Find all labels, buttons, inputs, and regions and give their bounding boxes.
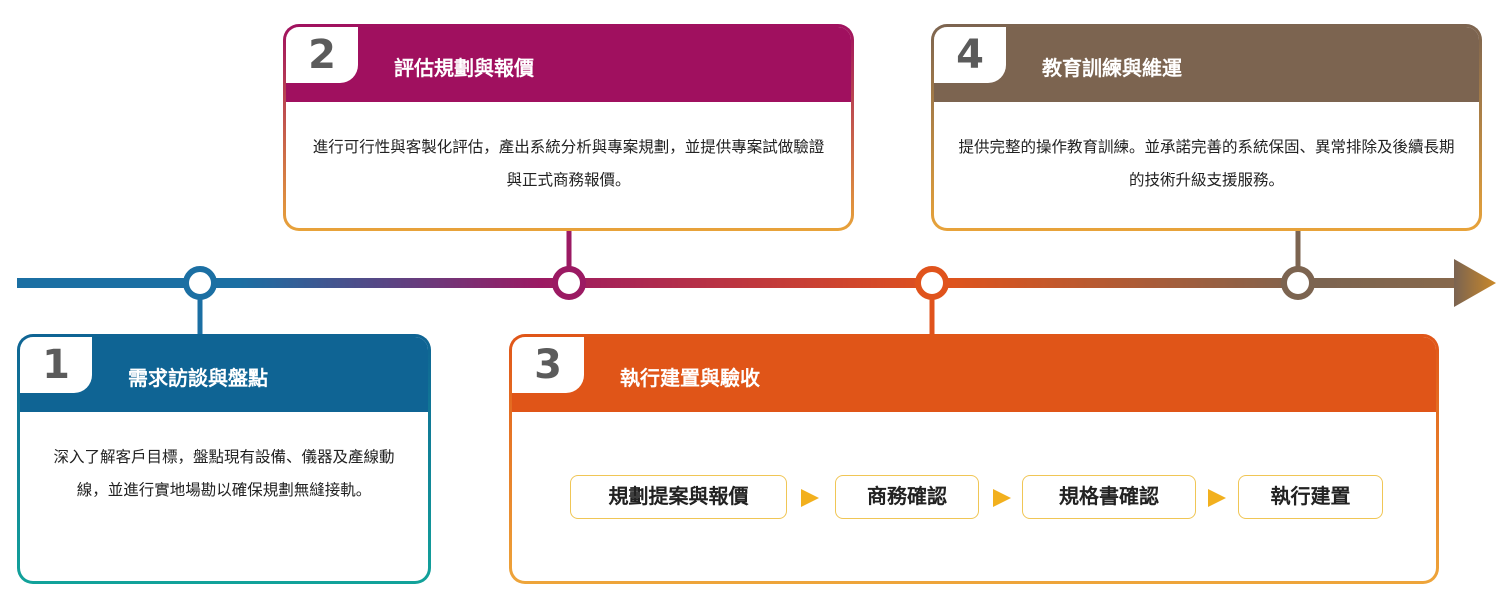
step-description-1: 深入了解客戶目標，盤點現有設備、儀器及產線動線，並進行實地場勘以確保規劃無縫接軌… — [53, 448, 395, 499]
step-card-4: 4 教育訓練與維運 提供完整的操作教育訓練。並承諾完善的系統保固、異常排除及後續… — [931, 24, 1482, 231]
step-header-3: 3 執行建置與驗收 — [512, 337, 1436, 412]
step-description-2: 進行可行性與客製化評估，產出系統分析與專案規劃，並提供專案試做驗證與正式商務報價… — [312, 138, 825, 189]
sub-step-arrow-3 — [1208, 489, 1226, 507]
sub-step-business-confirm: 商務確認 — [835, 475, 979, 519]
timeline-arrowhead — [1454, 259, 1496, 307]
step-card-1: 1 需求訪談與盤點 深入了解客戶目標，盤點現有設備、儀器及產線動線，並進行實地場… — [17, 334, 431, 584]
step-number-3: 3 — [534, 342, 562, 388]
sub-step-arrow-1 — [801, 489, 819, 507]
timeline-node-2 — [552, 266, 586, 300]
step-title-3: 執行建置與驗收 — [620, 366, 760, 390]
step-number-tab — [512, 337, 584, 393]
step-card-2: 2 評估規劃與報價 進行可行性與客製化評估，產出系統分析與專案規劃，並提供專案試… — [283, 24, 854, 231]
timeline-line — [17, 278, 1457, 288]
sub-step-execute: 執行建置 — [1238, 475, 1383, 519]
step-number-2: 2 — [308, 32, 336, 78]
timeline-node-3 — [915, 266, 949, 300]
sub-step-arrow-2 — [993, 489, 1011, 507]
sub-step-proposal: 規劃提案與報價 — [570, 475, 787, 519]
step-title-1: 需求訪談與盤點 — [128, 366, 268, 390]
step-description-4: 提供完整的操作教育訓練。並承諾完善的系統保固、異常排除及後續長期的技術升級支援服… — [958, 138, 1455, 189]
step-header-1: 1 需求訪談與盤點 — [20, 337, 428, 412]
step-number-1: 1 — [42, 342, 70, 388]
step-header-4: 4 教育訓練與維運 — [934, 27, 1479, 102]
step-number-tab — [286, 27, 358, 83]
step-number-tab — [934, 27, 1006, 83]
timeline-node-4 — [1281, 266, 1315, 300]
step-title-4: 教育訓練與維運 — [1042, 56, 1182, 80]
sub-step-spec-confirm: 規格書確認 — [1022, 475, 1196, 519]
step-header-2: 2 評估規劃與報價 — [286, 27, 851, 102]
timeline-node-1 — [183, 266, 217, 300]
step-card-3: 3 執行建置與驗收 規劃提案與報價 商務確認 規格書確認 執行建置 — [509, 334, 1439, 584]
step-number-4: 4 — [956, 32, 984, 78]
step-number-tab — [20, 337, 92, 393]
step-title-2: 評估規劃與報價 — [394, 56, 534, 80]
